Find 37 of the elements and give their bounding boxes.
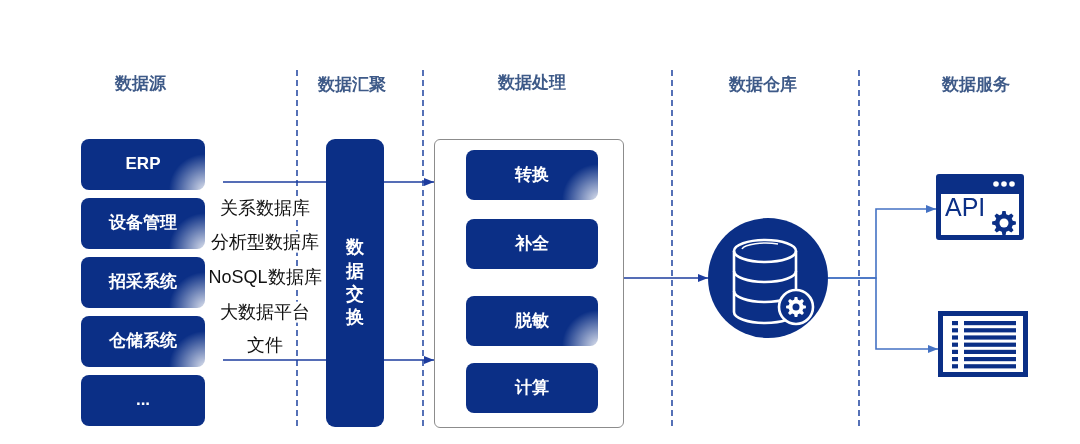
node-label: 补全: [515, 234, 549, 254]
arrow: [623, 274, 709, 282]
node-label: 招采系统: [109, 273, 177, 292]
column-heading: 数据源: [114, 74, 166, 94]
node-label: ERP: [125, 155, 161, 174]
source-box: [81, 198, 205, 249]
node-label: 仓储系统: [109, 332, 177, 351]
node-label: 转换: [515, 165, 549, 185]
node-label: API: [945, 195, 986, 220]
node-label: 设备管理: [109, 214, 177, 233]
list-icon: [938, 311, 1028, 377]
process-box: [466, 219, 598, 269]
data-type-label: NoSQL数据库: [207, 266, 323, 288]
exchange-bar: [326, 139, 384, 427]
data-type-label: 关系数据库: [219, 197, 311, 219]
node-label: 计算: [515, 378, 549, 398]
data-type-label: 大数据平台: [219, 301, 311, 323]
source-box: [81, 316, 205, 367]
process-box: [466, 363, 598, 413]
source-box: [81, 257, 205, 308]
node-label: 脱敏: [515, 311, 549, 331]
source-box: [81, 139, 205, 190]
process-box: [466, 296, 598, 346]
data-type-label: 分析型数据库: [210, 231, 320, 253]
column-heading: 数据汇聚: [318, 75, 386, 95]
database-icon: [708, 218, 828, 338]
data-type-label: 文件: [246, 334, 284, 356]
group-box: [434, 139, 624, 428]
column-heading: 数据服务: [942, 75, 1010, 95]
node-label: 数据交换: [346, 236, 364, 330]
arrow: [827, 277, 939, 353]
process-box: [466, 150, 598, 200]
column-heading: 数据仓库: [729, 75, 797, 95]
node-label: ...: [135, 391, 151, 410]
api-window: [936, 174, 1024, 240]
source-box: [81, 375, 205, 426]
column-heading: 数据处理: [498, 73, 566, 93]
